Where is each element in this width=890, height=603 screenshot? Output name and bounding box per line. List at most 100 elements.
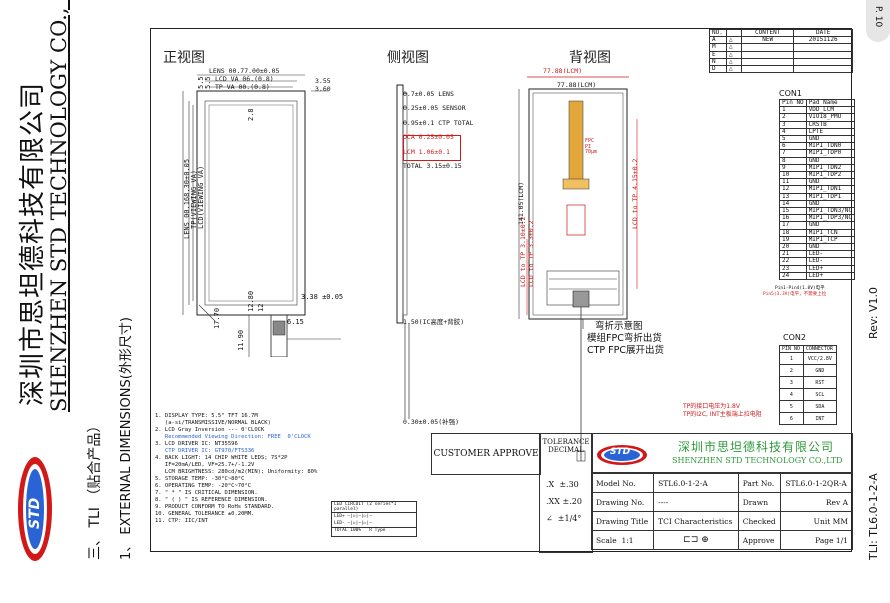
dim-2-8: 2.8 [247,108,255,121]
scale-cell: Scale 1:1 [590,530,655,550]
rev-content [740,57,795,67]
rev-letter: D [709,65,727,74]
tp-note-pullup: TP的I2C, INT主板端上拉电阻 [683,411,762,418]
tolerance-label: TOLERANCE [542,438,590,446]
bend-note-title: 弯折示意图 [595,321,643,332]
rev-date [793,57,853,67]
back-view-heading: 背视图 [569,50,611,66]
led-circuit-title: LED CIRCUIT (2 series*1 parallel) [332,502,416,513]
unit-label: Unit [813,516,831,526]
bend-note-lcm: 模组FPC弯折出货 [587,333,662,344]
dim-17-70: 17.70 [213,307,221,329]
dim-6-15: 6.15 [287,318,304,326]
tol-key: .X [546,480,555,489]
dim-lens-width: LENS 00.77.00±0.05 [209,67,280,75]
con2-title: CON2 [783,333,806,342]
side-dim-sensor: 0.25±0.05 SENSOR [403,104,466,113]
small-logo-text: STD [610,447,631,457]
con2-header-pin: PIN NO [779,344,804,354]
part-no-label: Part No. [737,473,782,493]
drawing-title-label: Drawing Title [590,511,655,531]
subsection-title: 1、 EXTERNAL DIMENSIONS(外形尺寸) [119,317,134,560]
drawing-no-value: ---- [653,492,739,512]
section-title: 三、 TLI （贴合产品） [87,418,103,560]
unit-cell: Unit MM [780,511,853,531]
con2-pin-name: SDA [802,400,838,414]
tol-val: ±.30 [559,480,579,489]
tp-notes: TP的接口电压为1.8V TP的I2C, INT主板端上拉电阻 [683,403,762,419]
con1-pin-name: VIO18_PMU [805,113,856,122]
con1-pin-name: LED+ [805,271,856,281]
side-dim-box [403,135,461,161]
title-company-en: SHENZHEN STD TECHNOLOGY CO.,LTD [672,456,843,465]
con2-pin-number: 1 [779,352,804,366]
customer-approve-box: CUSTOMER APPROVE [431,433,541,475]
spec-note-line: CTP DRIVER IC: GT970/FT5336 [155,448,255,454]
con2-pin-number: 4 [779,388,804,402]
page-value: 1/1 [835,535,848,545]
back-dim-top: 77.88(LCM) [543,67,583,75]
back-dim-lcd-tp-c: LCD to TP 3.3±0.2 [527,220,535,287]
spec-note-line: LCM BRIGHTNESS: 280cd/m2(MIN); Uniformit… [155,469,318,475]
side-view-drawing [396,84,410,419]
logo-text: STD [27,497,43,529]
rev-value: A [842,497,848,507]
spec-note-line: 11. CTP: IIC/INT [155,518,208,524]
spec-note-line: 1. DISPLAY TYPE: 5.5" TFT 16.7M [155,413,258,419]
con1-pin-name: GND [805,199,856,209]
dim-lcd-va: LCD(VIEWING VA) [197,165,205,229]
con1-pin-name: MIPI_TDP1 [805,192,856,201]
customer-approve-label: CUSTOMER APPROVE [433,449,539,459]
pin-note-1: Pin1-Pin4(1.8V)电平 [775,286,825,291]
scale-label: Scale [596,535,617,545]
spec-note-line: IF=20mA/LED, VF=25.7+/-1.2V [155,462,255,468]
page-number-tab [866,0,890,42]
con1-pin-name: MIPI_TDP2 [805,171,856,180]
spec-note-line: 2. LCD Gray Inversion --- 0'CLOCK [155,427,265,433]
revision-table: NO. CONTENT DATE A △ NEW 20151126 M△ E△ … [709,28,853,74]
rev-cell: Rev A [780,492,853,512]
con2-pin-number: 3 [779,376,804,390]
con1-pin-name: GND [805,156,856,165]
std-small-logo-icon [597,445,647,465]
company-name-cn: 深圳市思坦德科技有限公司 [18,81,48,406]
side-dim-total: TOTAL 3.15±0.15 [403,162,462,171]
drawing-sheet: 正视图 侧视图 背视图 LENS 00.168.30±0.05 TP(VIEWI… [150,28,856,553]
side-dim-ic-height: 1.50(IC高度+背胶) [403,318,465,326]
led-circuit-foot: TOTAL 100% R Type [332,527,416,533]
back-dim-lcd-tp-b: LCD to TP 4.15±0.2 [631,158,639,229]
tolerance-box: TOLERANCE DECIMAL .X ±.30 .XX ±.20 ∠ ±1/… [539,433,593,553]
back-dim-width: 77.88(LCM) [557,81,597,89]
led-circuit: LED CIRCUIT (2 series*1 parallel) LED+ —… [331,501,417,537]
con1-title: CON1 [779,89,802,98]
led-foot-2: R Type [369,528,386,533]
con1-pin-name: GND [805,178,856,187]
dim-3-60: 3.60 [315,85,331,93]
dim-12-80: 12.80 [247,290,255,312]
tol-row-2: .XX ±.20 [546,497,592,506]
rev-date [793,43,853,52]
drawing-no-label: Drawing No. [590,492,655,512]
std-logo: STD [16,455,54,563]
dim-5-5b: 5.5 [204,76,212,89]
con2-pin-name: GND [802,364,838,378]
projection-symbol-icon: ⊏⊐ ⊕ [653,530,739,550]
model-footer: TLI: TL6.0-1-2-A [867,473,880,560]
con1-pin-name: MIPI_TCN [805,228,856,237]
tol-row-3: ∠ ±1/4° [546,514,592,523]
approve-label: Approve [737,530,782,550]
